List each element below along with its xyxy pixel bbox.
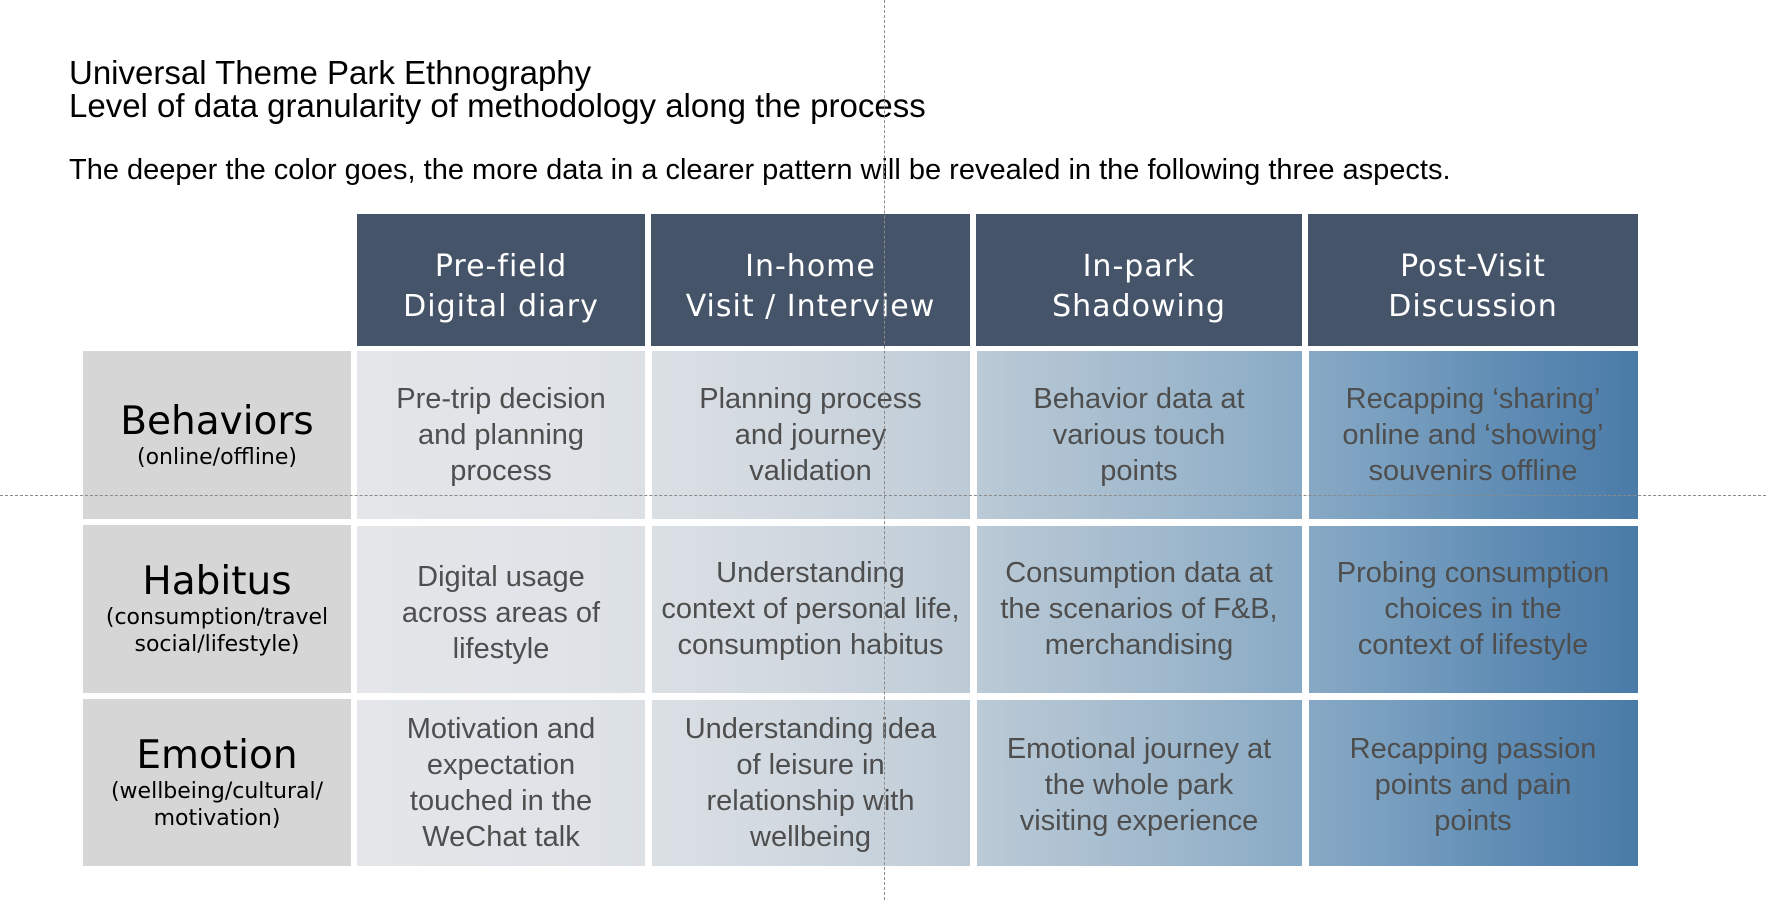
cell-line: consumption habitus [677,629,944,661]
row-header-title: Emotion [136,732,298,778]
column-header-line-1: Pre-field [434,249,568,284]
matrix-cell: Probing consumption choices in the conte… [1308,525,1638,693]
column-header-line-2: Digital diary [403,289,599,324]
cell-line: context of lifestyle [1357,629,1589,661]
column-header-line-1: In-home [745,249,876,284]
row-header-title: Behaviors [120,398,314,444]
matrix-cell: Digital usage across areas of lifestyle [357,525,645,693]
column-header-pre-field: Pre-field Digital diary [357,214,645,346]
cell-line: Understanding idea [684,712,937,745]
granularity-gradient [357,351,1638,866]
column-header-in-home: In-home Visit / Interview [651,214,970,346]
column-header-line-2: Visit / Interview [685,289,936,324]
cell-line: the scenarios of F&B, [1000,593,1278,625]
row-header-behaviors: Behaviors (online/offline) [83,351,351,519]
cell-line: online and ‘showing’ [1342,419,1604,451]
cell-line: process [450,455,552,487]
cell-line: Motivation and [406,712,596,745]
matrix-cell: Recapping ‘sharing’ online and ‘showing’… [1308,351,1638,519]
cell-line: validation [749,455,872,487]
row-header-emotion: Emotion (wellbeing/cultural/ motivation) [83,699,351,866]
matrix-cell: Planning process and journey validation [651,351,970,519]
cell-line: Pre-trip decision [396,383,606,415]
cell-line: and journey [734,419,887,451]
column-header-post-visit: Post-Visit Discussion [1308,214,1638,346]
cell-line: Planning process [699,383,922,415]
row-header-subtitle: motivation) [153,805,281,831]
cell-line: various touch [1052,419,1226,451]
matrix-cell: Behavior data at various touch points [976,351,1302,519]
column-header-line-1: Post-Visit [1400,249,1546,284]
row-divider [357,693,1638,700]
row-header-subtitle: (consumption/travel [105,605,329,630]
cell-line: Digital usage [417,561,585,593]
cell-line: touched in the [409,784,593,817]
row-header-subtitle: social/lifestyle) [134,632,300,657]
cell-line: visiting experience [1019,804,1259,837]
column-header-line-2: Discussion [1388,289,1558,324]
row-header-habitus: Habitus (consumption/travel social/lifes… [83,525,351,693]
matrix-cell: Pre-trip decision and planning process [357,351,645,519]
matrix-cell: Emotional journey at the whole park visi… [976,699,1302,866]
matrix-cell: Consumption data at the scenarios of F&B… [976,525,1302,693]
cell-line: points [1434,804,1512,837]
column-divider [645,351,652,866]
cell-line: relationship with [706,784,915,817]
row-header-subtitle: (wellbeing/cultural/ [110,778,324,804]
matrix-cell: Understanding context of personal life, … [651,525,970,693]
cell-line: Understanding [716,557,905,589]
row-header-title: Habitus [142,559,292,604]
cell-line: choices in the [1384,593,1562,625]
cell-line: souvenirs offline [1368,455,1578,487]
cell-line: the whole park [1044,768,1234,801]
vertical-guide-line [884,0,885,900]
cell-line: Emotional journey at [1006,732,1272,765]
cell-line: Recapping passion [1349,732,1597,765]
cell-line: Probing consumption [1336,557,1610,589]
column-divider [970,351,977,866]
matrix-cell: Recapping passion points and pain points [1308,699,1638,866]
cell-line: lifestyle [452,633,550,665]
matrix-cell: Understanding idea of leisure in relatio… [651,699,970,866]
cell-line: merchandising [1044,629,1234,661]
cell-line: Behavior data at [1033,383,1245,415]
row-divider [357,519,1638,526]
matrix-cell: Motivation and expectation touched in th… [357,699,645,866]
horizontal-guide-line [0,495,1766,496]
cell-line: context of personal life, [661,593,960,625]
title-line-1: Universal Theme Park Ethnography [69,54,592,91]
cell-line: Recapping ‘sharing’ [1345,383,1601,415]
cell-line: Consumption data at [1005,557,1273,589]
column-header-line-2: Shadowing [1052,289,1226,324]
cell-line: expectation [426,748,576,781]
intro-text: The deeper the color goes, the more data… [69,154,1451,186]
cell-line: and planning [417,419,585,451]
column-header-line-1: In-park [1082,249,1196,284]
page-title: Universal Theme Park Ethnography Level o… [69,56,926,122]
column-divider [1302,351,1309,866]
row-header-subtitle: (online/offline) [136,444,297,470]
cell-line: points [1100,455,1178,487]
cell-line: points and pain [1374,768,1572,801]
cell-line: wellbeing [750,820,871,853]
column-header-in-park: In-park Shadowing [976,214,1302,346]
cell-line: across areas of [401,597,601,629]
cell-line: of leisure in [736,748,885,781]
title-line-2: Level of data granularity of methodology… [69,87,926,124]
cell-line: WeChat talk [422,820,580,853]
